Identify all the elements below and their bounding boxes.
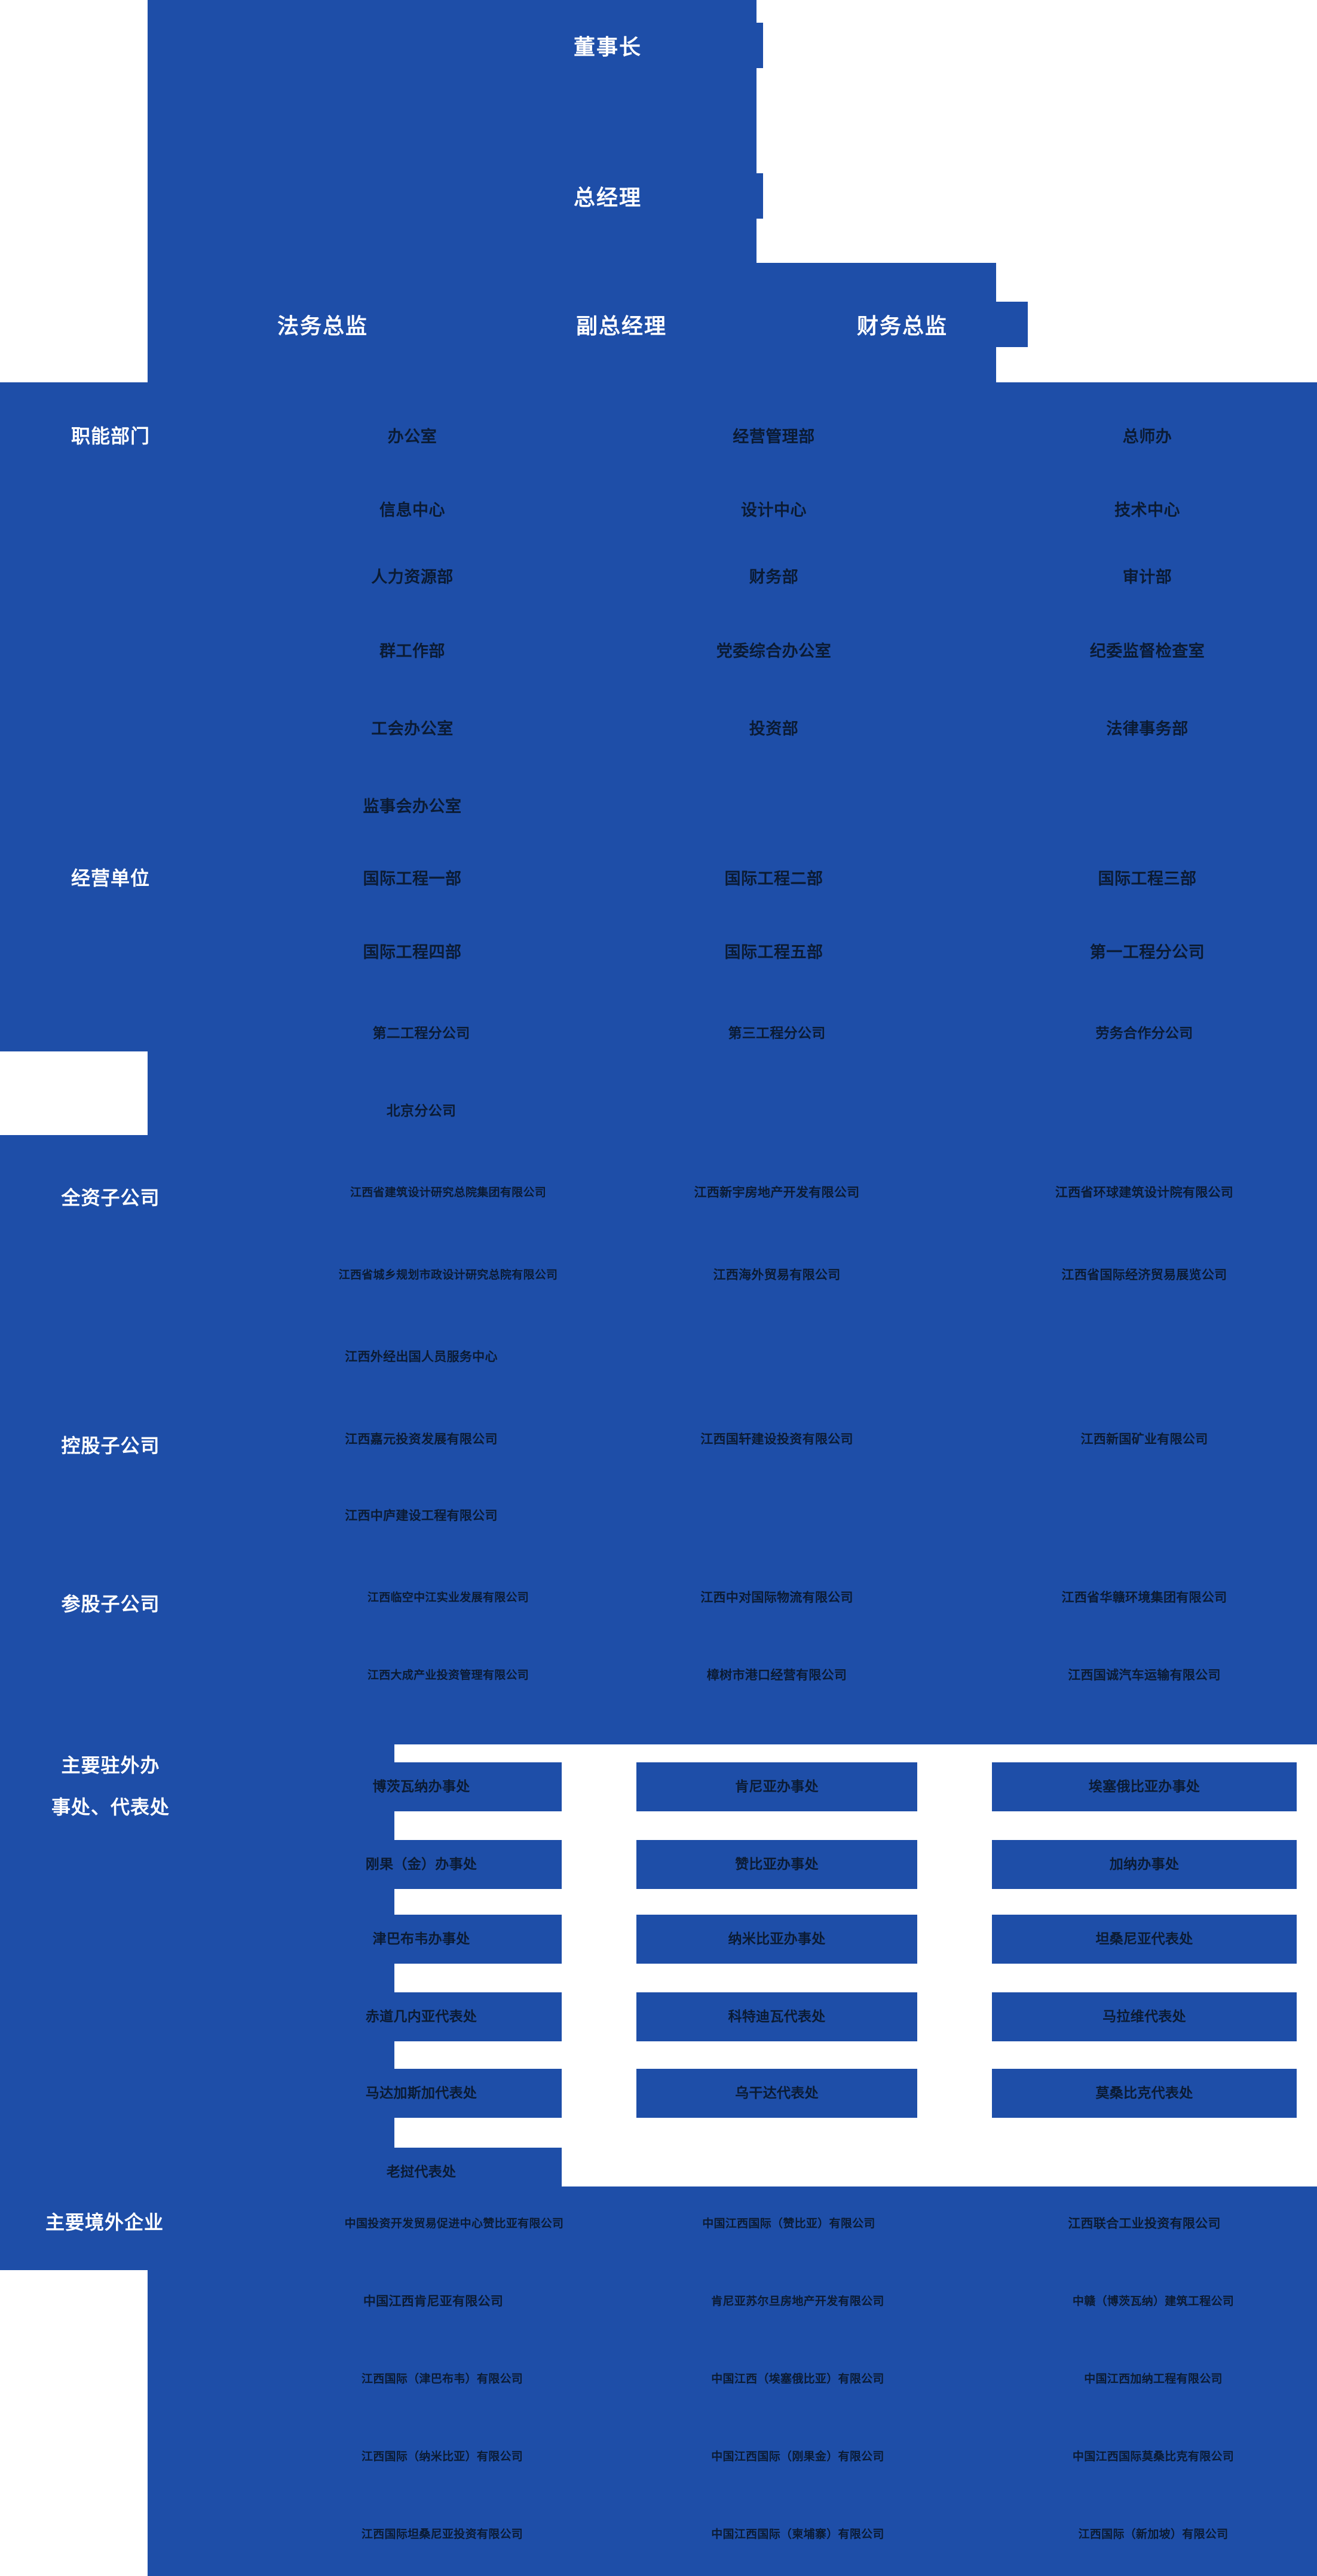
overseas-office-card[interactable]: 坦桑尼亚代表处 (992, 1915, 1297, 1964)
equity-card[interactable]: 江西临空中江实业发展有限公司 (281, 1577, 615, 1619)
dept-chief-engineer-office[interactable]: 总师办 (1122, 427, 1172, 446)
exec-deputy-general-manager[interactable]: 副总经理 (496, 302, 747, 347)
exec-general-manager[interactable]: 总经理 (452, 173, 763, 219)
holding-card[interactable]: 江西嘉元投资发展有限公司 (281, 1419, 562, 1461)
dept-info-center[interactable]: 信息中心 (379, 501, 445, 519)
unit-intl-eng-1[interactable]: 国际工程一部 (363, 869, 462, 888)
field-main (0, 382, 1317, 980)
row-label-wholly-owned: 全资子公司 (61, 1186, 160, 1209)
dept-office[interactable]: 办公室 (387, 427, 437, 446)
overseas-office-card[interactable]: 肯尼亚办事处 (636, 1762, 917, 1811)
overseas-rep-office-card[interactable]: 乌干达代表处 (636, 2069, 917, 2118)
unit-labor-branch[interactable]: 劳务合作分公司 (992, 1013, 1297, 1054)
overseas-enterprise-card[interactable]: 中国江西国际（柬埔寨）有限公司 (636, 2515, 959, 2554)
row-label-equity-participation: 参股子公司 (61, 1593, 160, 1615)
overseas-enterprise-card[interactable]: 中国投资开发贸易促进中心赞比亚有限公司 (281, 2204, 627, 2244)
wholly-owned-card[interactable]: 江西外经出国人员服务中心 (281, 1336, 562, 1378)
overseas-rep-office-card[interactable]: 科特迪瓦代表处 (636, 1992, 917, 2041)
overseas-enterprise-card[interactable]: 中国江西加纳工程有限公司 (992, 2360, 1315, 2399)
unit-intl-eng-5[interactable]: 国际工程五部 (724, 943, 823, 961)
unit-eng-branch-2[interactable]: 第二工程分公司 (281, 1013, 562, 1054)
wholly-owned-card[interactable]: 江西省建筑设计研究总院集团有限公司 (281, 1172, 615, 1214)
overseas-rep-office-card[interactable]: 莫桑比克代表处 (992, 2069, 1297, 2118)
row-label-functional-departments: 职能部门 (71, 425, 150, 447)
wholly-owned-card[interactable]: 江西新宇房地产开发有限公司 (636, 1172, 917, 1214)
dept-investment[interactable]: 投资部 (749, 719, 799, 738)
overseas-office-card[interactable]: 博茨瓦纳办事处 (281, 1762, 562, 1811)
row-label-overseas-offices-line2: 事处、代表处 (51, 1796, 170, 1818)
unit-eng-branch-3[interactable]: 第三工程分公司 (636, 1013, 917, 1054)
unit-intl-eng-2[interactable]: 国际工程二部 (724, 869, 823, 888)
overseas-enterprise-card[interactable]: 中赣（博茨瓦纳）建筑工程公司 (992, 2282, 1315, 2322)
overseas-office-card[interactable]: 津巴布韦办事处 (281, 1915, 562, 1964)
overseas-office-card[interactable]: 埃塞俄比亚办事处 (992, 1762, 1297, 1811)
field-label-rail-a (0, 1135, 148, 1744)
dept-design-center[interactable]: 设计中心 (741, 501, 807, 519)
equity-card[interactable]: 江西大成产业投资管理有限公司 (281, 1655, 615, 1697)
equity-card[interactable]: 江西省华赣环境集团有限公司 (992, 1577, 1297, 1619)
dept-mass-work[interactable]: 群工作部 (379, 642, 445, 660)
unit-intl-eng-4[interactable]: 国际工程四部 (363, 943, 462, 961)
exec-legal-director[interactable]: 法务总监 (197, 302, 448, 347)
overseas-enterprise-card[interactable]: 江西国际（新加坡）有限公司 (992, 2515, 1315, 2554)
overseas-enterprise-card[interactable]: 江西国际（纳米比亚）有限公司 (281, 2437, 604, 2477)
equity-card[interactable]: 樟树市港口经营有限公司 (636, 1655, 917, 1697)
overseas-rep-office-card[interactable]: 马达加斯加代表处 (281, 2069, 562, 2118)
overseas-enterprise-card[interactable]: 中国江西肯尼亚有限公司 (281, 2282, 586, 2322)
dept-audit[interactable]: 审计部 (1122, 568, 1172, 586)
equity-card[interactable]: 江西国诚汽车运输有限公司 (992, 1655, 1297, 1697)
unit-intl-eng-3[interactable]: 国际工程三部 (1098, 869, 1197, 888)
overseas-office-card[interactable]: 纳米比亚办事处 (636, 1915, 917, 1964)
dept-business-management[interactable]: 经营管理部 (733, 427, 815, 446)
overseas-enterprise-card[interactable]: 中国江西国际莫桑比克有限公司 (992, 2437, 1315, 2477)
row-label-holding: 控股子公司 (61, 1434, 160, 1456)
exec-finance-director[interactable]: 财务总监 (777, 302, 1028, 347)
wholly-owned-card[interactable]: 江西省国际经济贸易展览公司 (992, 1255, 1297, 1296)
overseas-enterprise-card[interactable]: 江西国际坦桑尼亚投资有限公司 (281, 2515, 604, 2554)
overseas-rep-office-card[interactable]: 老挝代表处 (281, 2148, 562, 2197)
unit-eng-branch-1[interactable]: 第一工程分公司 (1089, 943, 1205, 961)
overseas-enterprise-card[interactable]: 肯尼亚苏尔旦房地产开发有限公司 (636, 2282, 959, 2322)
overseas-enterprise-card[interactable]: 中国江西国际（赞比亚）有限公司 (636, 2204, 941, 2244)
overseas-office-card[interactable]: 加纳办事处 (992, 1840, 1297, 1889)
overseas-office-card[interactable]: 赞比亚办事处 (636, 1840, 917, 1889)
dept-union-office[interactable]: 工会办公室 (371, 719, 454, 738)
holding-card[interactable]: 江西新国矿业有限公司 (992, 1419, 1297, 1461)
dept-party-committee-office[interactable]: 党委综合办公室 (716, 642, 832, 660)
overseas-enterprise-card[interactable]: 江西联合工业投资有限公司 (992, 2204, 1297, 2244)
row-label-overseas-offices-line1: 主要驻外办 (61, 1754, 160, 1776)
dept-legal-affairs[interactable]: 法律事务部 (1106, 719, 1189, 738)
overseas-office-card[interactable]: 刚果（金）办事处 (281, 1840, 562, 1889)
row-label-overseas-enterprises: 主要境外企业 (45, 2211, 164, 2233)
overseas-rep-office-card[interactable]: 马拉维代表处 (992, 1992, 1297, 2041)
exec-chairman[interactable]: 董事长 (452, 23, 763, 68)
overseas-enterprise-card[interactable]: 中国江西（埃塞俄比亚）有限公司 (636, 2360, 959, 2399)
equity-card[interactable]: 江西中对国际物流有限公司 (636, 1577, 917, 1619)
dept-supervisory-board-office[interactable]: 监事会办公室 (363, 797, 462, 815)
wholly-owned-card[interactable]: 江西海外贸易有限公司 (636, 1255, 917, 1296)
dept-finance[interactable]: 财务部 (749, 568, 799, 586)
wholly-owned-card[interactable]: 江西省城乡规划市政设计研究总院有限公司 (281, 1255, 615, 1296)
wholly-owned-card[interactable]: 江西省环球建筑设计院有限公司 (992, 1172, 1297, 1214)
field-left-spine (0, 980, 148, 1051)
overseas-rep-office-card[interactable]: 赤道几内亚代表处 (281, 1992, 562, 2041)
holding-card[interactable]: 江西中庐建设工程有限公司 (281, 1495, 562, 1537)
overseas-enterprise-card[interactable]: 江西国际（津巴布韦）有限公司 (281, 2360, 604, 2399)
holding-card[interactable]: 江西国轩建设投资有限公司 (636, 1419, 917, 1461)
dept-discipline-inspection[interactable]: 纪委监督检查室 (1089, 642, 1205, 660)
dept-technology-center[interactable]: 技术中心 (1114, 501, 1180, 519)
row-label-business-units: 经营单位 (71, 867, 150, 889)
dept-human-resources[interactable]: 人力资源部 (371, 568, 454, 586)
overseas-enterprise-card[interactable]: 中国江西国际（刚果金）有限公司 (636, 2437, 959, 2477)
unit-beijing-branch[interactable]: 北京分公司 (281, 1090, 562, 1132)
